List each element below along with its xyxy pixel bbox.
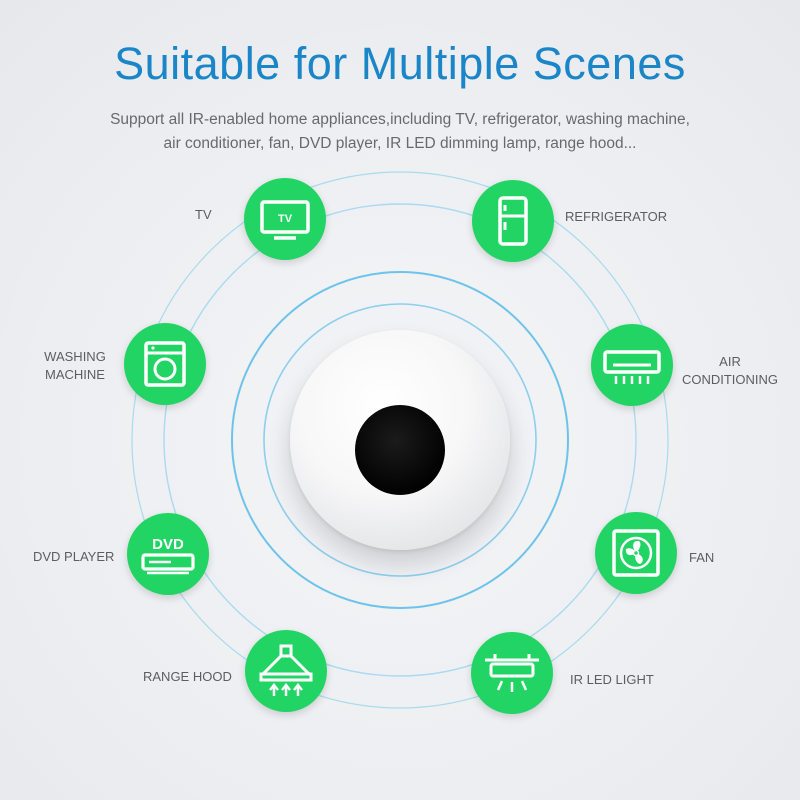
dvd-player-node: DVD — [127, 513, 209, 595]
washing-machine-icon — [144, 341, 186, 387]
washing-machine-label-line-2: MACHINE — [45, 367, 105, 382]
middle-ring — [163, 203, 637, 677]
fan-node — [595, 512, 677, 594]
washing-machine-node — [124, 323, 206, 405]
innermost-ring — [263, 303, 537, 577]
page-title: Suitable for Multiple Scenes — [114, 38, 686, 89]
refrigerator-label: REFRIGERATOR — [565, 209, 668, 224]
dvd-player-label: DVD PLAYER — [33, 549, 115, 564]
fan-icon — [612, 529, 660, 577]
tv-icon-text: TV — [278, 213, 293, 225]
ir-led-light-label: IR LED LIGHT — [570, 672, 654, 687]
range-hood-icon — [259, 644, 313, 696]
dvd-icon-text: DVD — [152, 536, 184, 553]
led-light-icon — [485, 654, 539, 692]
inner-ring — [231, 271, 569, 609]
outer-ring — [131, 171, 669, 709]
page-subtitle: Support all IR-enabled home appliances,i… — [30, 108, 770, 156]
air-conditioner-node — [591, 324, 673, 406]
air-conditioning-label: AIR CONDITIONING — [670, 353, 790, 389]
washing-machine-label: WASHING MACHINE — [30, 348, 120, 384]
tv-node: TV — [244, 178, 326, 260]
dvd-player-icon: DVD — [141, 536, 195, 575]
subtitle-line-2: air conditioner, fan, DVD player, IR LED… — [163, 135, 637, 152]
fan-label: FAN — [689, 550, 715, 565]
air-conditioner-icon — [603, 350, 661, 384]
range-hood-label: RANGE HOOD — [143, 669, 232, 684]
range-hood-node — [245, 630, 327, 712]
ir-led-light-node — [471, 632, 553, 714]
refrigerator-node — [472, 180, 554, 262]
refrigerator-icon — [498, 196, 528, 246]
air-conditioning-label-line-1: AIR — [719, 354, 741, 369]
ir-lens — [355, 405, 445, 495]
tv-label: TV — [195, 207, 212, 222]
washing-machine-label-line-1: WASHING — [44, 349, 106, 364]
air-conditioning-label-line-2: CONDITIONING — [681, 372, 779, 387]
tv-icon: TV — [260, 200, 310, 240]
ir-blaster-device — [290, 330, 510, 550]
subtitle-line-1: Support all IR-enabled home appliances,i… — [110, 111, 690, 128]
